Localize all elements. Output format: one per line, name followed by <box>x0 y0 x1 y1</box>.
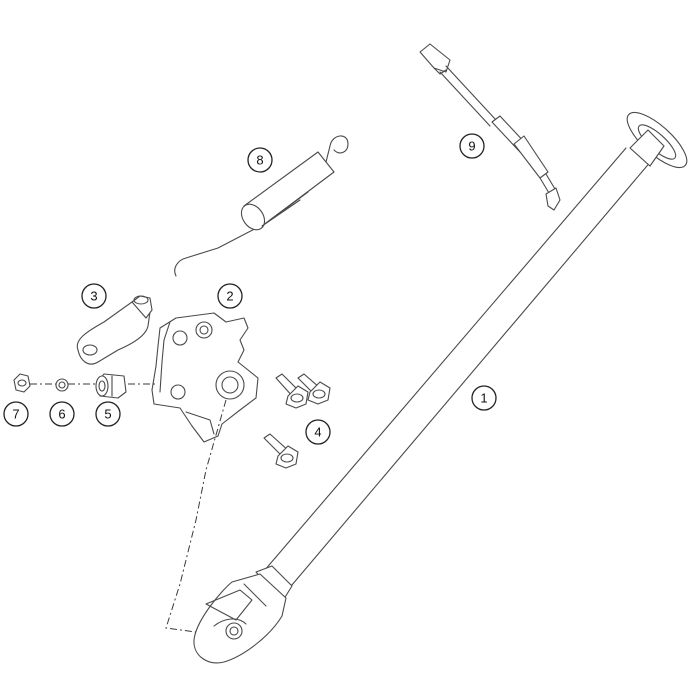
callout-4-label: 4 <box>314 425 321 440</box>
callout-8-label: 8 <box>256 153 263 168</box>
assembly-dashed-lines <box>30 383 227 633</box>
callout-5[interactable]: 5 <box>95 401 121 427</box>
callout-1-label: 1 <box>480 391 487 406</box>
callout-1[interactable]: 1 <box>471 385 497 411</box>
callout-5-label: 5 <box>104 407 111 422</box>
tension-spring <box>174 135 349 277</box>
nut <box>13 373 31 393</box>
cam-plate <box>76 295 153 365</box>
callout-3-label: 3 <box>90 289 97 304</box>
callout-2[interactable]: 2 <box>217 283 243 309</box>
bushing <box>95 373 127 399</box>
callout-9[interactable]: 9 <box>459 133 485 159</box>
side-stand-switch <box>419 43 561 211</box>
callout-3[interactable]: 3 <box>81 283 107 309</box>
stand-bracket <box>151 312 259 443</box>
callout-7-label: 7 <box>12 407 19 422</box>
callout-2-label: 2 <box>226 289 233 304</box>
bolt-lower <box>263 433 299 469</box>
washer <box>55 378 69 392</box>
bolt-upper <box>275 373 309 409</box>
callout-9-label: 9 <box>468 139 475 154</box>
callout-6-label: 6 <box>58 407 65 422</box>
callout-4[interactable]: 4 <box>305 419 331 445</box>
callout-8[interactable]: 8 <box>247 147 273 173</box>
callout-6[interactable]: 6 <box>49 401 75 427</box>
side-stand-leg <box>193 111 688 664</box>
callout-7[interactable]: 7 <box>3 401 29 427</box>
bolt-middle <box>297 373 331 405</box>
